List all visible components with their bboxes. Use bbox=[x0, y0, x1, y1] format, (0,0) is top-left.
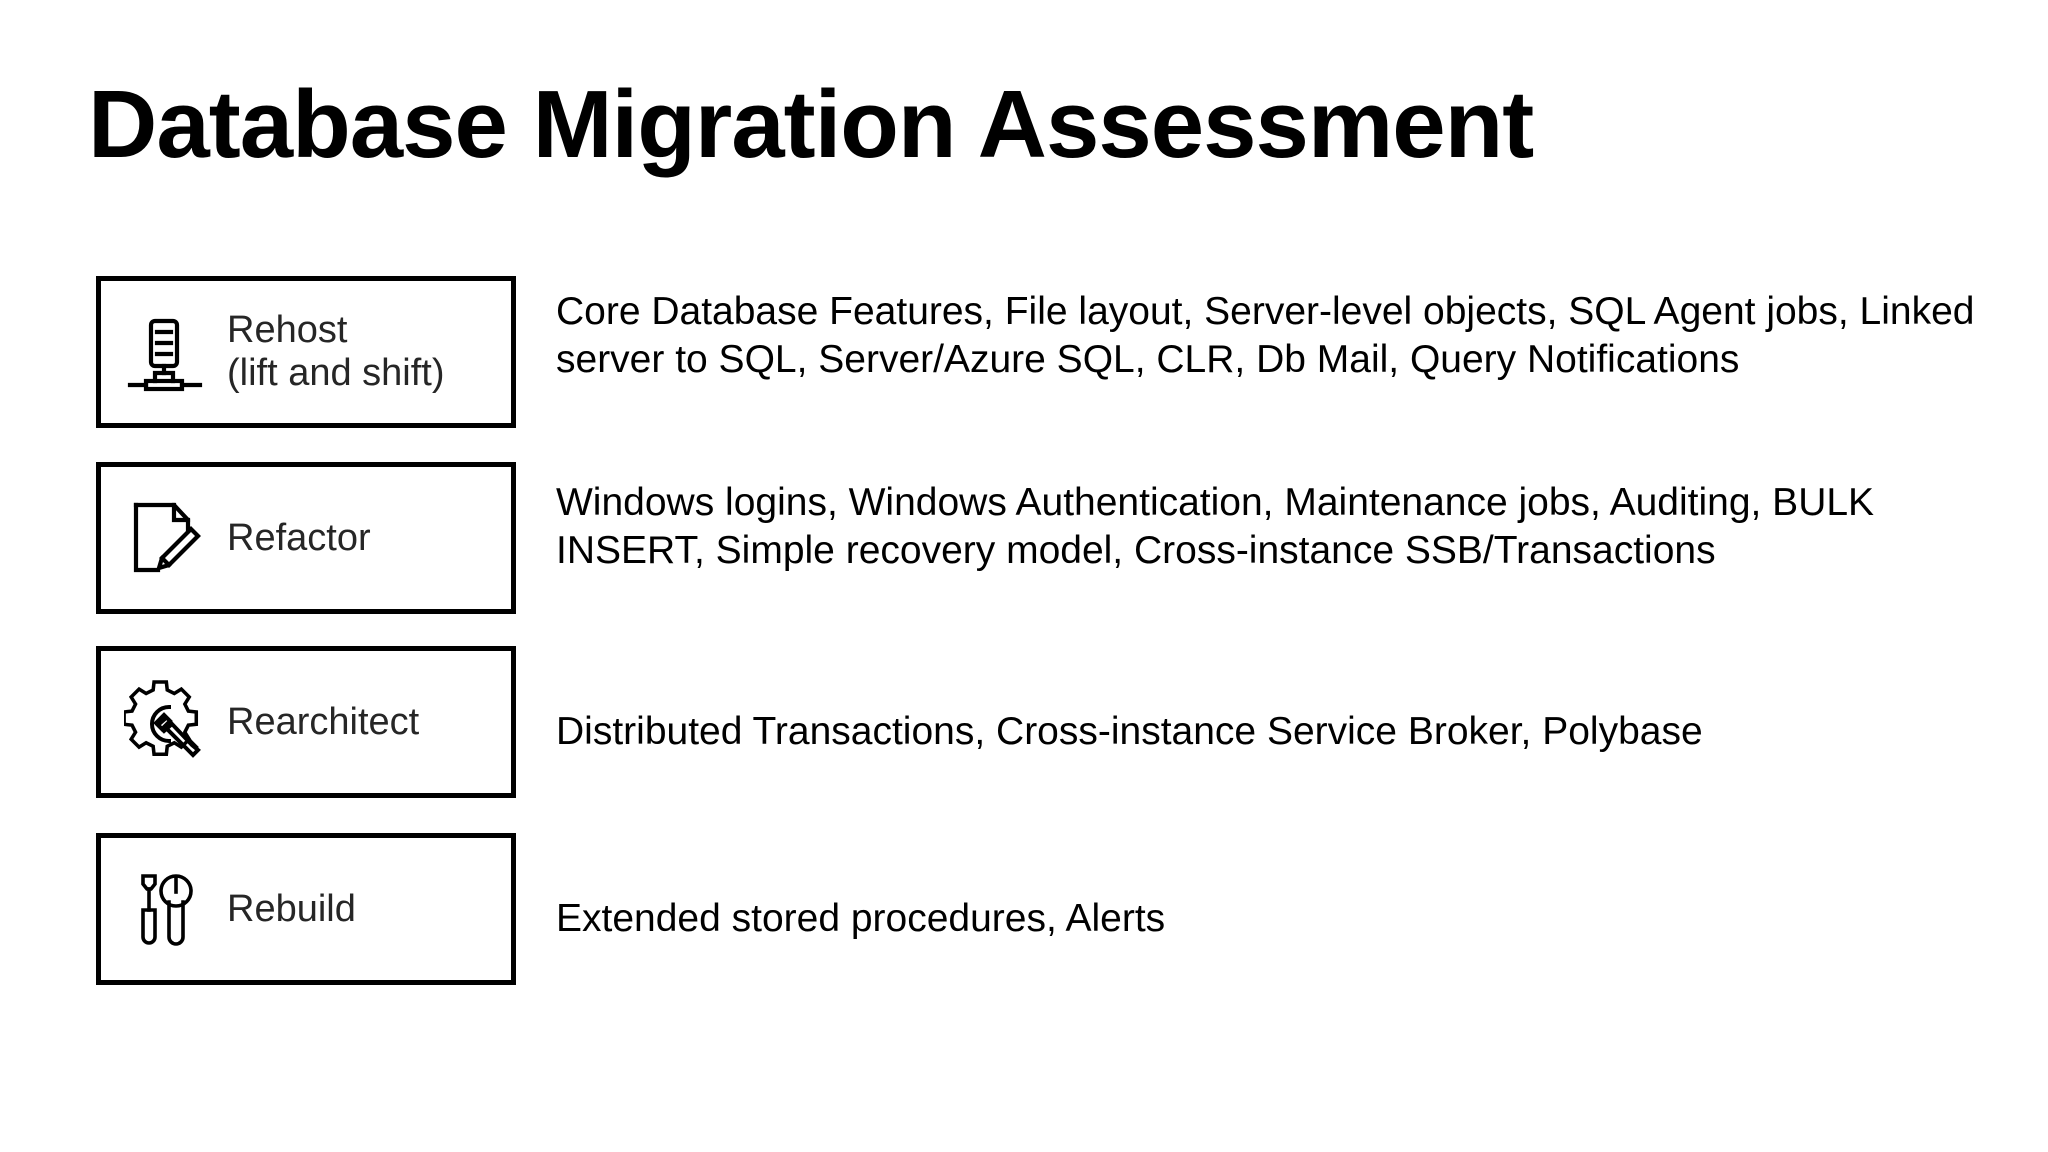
category-description: Core Database Features, File layout, Ser… bbox=[556, 290, 1975, 381]
category-description: Windows logins, Windows Authentication, … bbox=[556, 481, 1875, 572]
screwdriver-wrench-icon bbox=[115, 857, 219, 961]
category-box-rehost[interactable]: Rehost (lift and shift) bbox=[96, 276, 516, 428]
gear-wrench-icon bbox=[115, 670, 219, 774]
category-label: Rebuild bbox=[227, 887, 356, 930]
page-title: Database Migration Assessment bbox=[88, 71, 1534, 178]
category-description: Extended stored procedures, Alerts bbox=[556, 897, 1166, 940]
category-box-rearchitect[interactable]: Rearchitect bbox=[96, 646, 516, 798]
category-label: Rehost (lift and shift) bbox=[227, 309, 445, 394]
category-label: Rearchitect bbox=[227, 700, 420, 743]
category-description: Distributed Transactions, Cross-instance… bbox=[556, 710, 1703, 753]
category-box-rebuild[interactable]: Rebuild bbox=[96, 833, 516, 985]
category-box-refactor[interactable]: Refactor bbox=[96, 462, 516, 614]
category-label: Refactor bbox=[227, 516, 371, 559]
document-pencil-icon bbox=[115, 486, 219, 590]
server-rack-icon bbox=[115, 300, 219, 404]
